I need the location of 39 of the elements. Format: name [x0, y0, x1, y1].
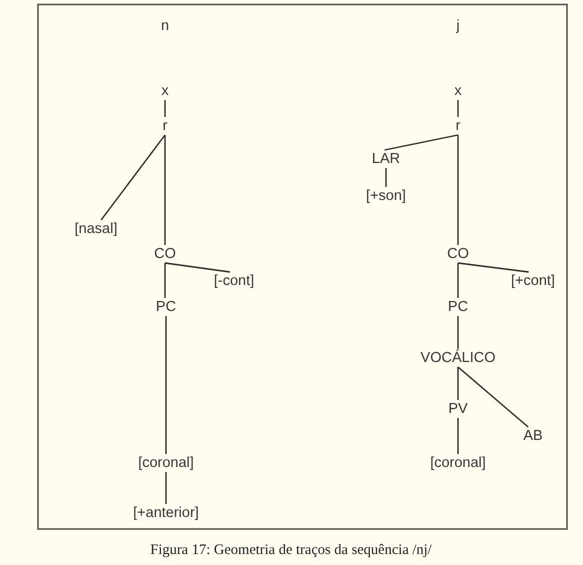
feature-label: n — [160, 18, 170, 34]
connector-line — [457, 418, 459, 454]
feature-label: [+son] — [366, 188, 406, 204]
connector-line — [457, 367, 459, 400]
connector-line — [458, 262, 529, 273]
connector-line — [164, 263, 166, 298]
feature-label: x — [161, 83, 169, 99]
connector-line — [384, 134, 458, 151]
feature-label: [+anterior] — [133, 505, 199, 521]
connector-line — [164, 262, 230, 273]
feature-label: [-cont] — [214, 273, 254, 289]
feature-label: [coronal] — [430, 455, 486, 471]
connector-line — [100, 134, 166, 220]
feature-label: r — [162, 118, 168, 134]
feature-label: [+cont] — [511, 273, 555, 289]
feature-label: PC — [156, 299, 176, 315]
feature-label: [coronal] — [138, 455, 194, 471]
connector-line — [165, 316, 167, 454]
feature-label: CO — [447, 246, 469, 262]
connector-line — [458, 366, 529, 428]
connector-line — [385, 168, 387, 187]
feature-label: [nasal] — [74, 221, 118, 237]
connector-line — [165, 472, 167, 504]
connector-line — [457, 263, 459, 298]
figure-caption: Figura 17: Geometria de traços da sequência /nj/ — [150, 541, 432, 559]
feature-label: CO — [154, 246, 176, 262]
feature-label: r — [456, 118, 460, 134]
feature-label: LAR — [372, 151, 400, 167]
feature-label: PC — [448, 299, 468, 315]
connector-line — [164, 100, 166, 117]
feature-label: VOCÁLICO — [420, 350, 496, 366]
connector-line — [164, 135, 166, 245]
connector-line — [457, 100, 459, 117]
connector-line — [457, 135, 459, 245]
feature-label: x — [454, 83, 462, 99]
feature-label: PV — [448, 401, 468, 417]
connector-line — [457, 316, 459, 349]
feature-label: j — [456, 18, 460, 34]
feature-label: AB — [523, 428, 543, 444]
